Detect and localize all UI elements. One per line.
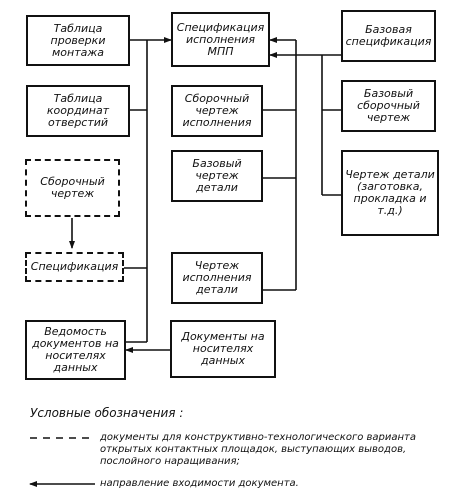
assembly-drawing-box: Сборочный чертеж xyxy=(25,159,120,217)
assembly-drawing-label: Сборочный чертеж xyxy=(40,175,105,200)
part-drawing-label: Чертеж детали (заготовка, прокладка и т.… xyxy=(345,168,435,217)
register-box: Ведомость документов на носителях данных xyxy=(25,320,126,380)
base-part-drawing-label: Базовый чертеж детали xyxy=(192,157,242,194)
table-coords-label: Таблица координат отверстий xyxy=(46,92,110,129)
specification-box: Спецификация xyxy=(25,252,124,282)
base-part-drawing-box: Базовый чертеж детали xyxy=(171,150,263,202)
assembly-variant-box: Сборочный чертеж исполнения xyxy=(171,85,263,137)
part-variant-drawing-label: Чертеж исполнения детали xyxy=(182,259,252,296)
table-coords-box: Таблица координат отверстий xyxy=(26,85,130,137)
part-variant-drawing-box: Чертеж исполнения детали xyxy=(171,252,263,304)
specification-label: Спецификация xyxy=(30,260,119,273)
docs-media-label: Документы на носителях данных xyxy=(181,330,265,367)
base-assembly-box: Базовый сборочный чертеж xyxy=(341,80,436,132)
table-mount-box: Таблица проверки монтажа xyxy=(26,15,130,66)
base-spec-box: Базовая спецификация xyxy=(341,10,436,62)
docs-media-box: Документы на носителях данных xyxy=(170,320,276,378)
base-assembly-label: Базовый сборочный чертеж xyxy=(357,87,420,124)
base-spec-label: Базовая спецификация xyxy=(345,23,432,48)
legend-arrow-description: направление входимости документа. xyxy=(100,478,299,489)
legend-dashed-description: документы для конструктивно-технологичес… xyxy=(100,432,417,467)
spec-mpp-label: Спецификация исполнения МПП xyxy=(176,20,265,58)
register-label: Ведомость документов на носителях данных xyxy=(32,325,119,374)
spec-mpp-box: Спецификация исполнения МПП xyxy=(171,12,270,67)
part-drawing-box: Чертеж детали (заготовка, прокладка и т.… xyxy=(341,150,439,236)
legend-title: Условные обозначения : xyxy=(30,406,184,420)
assembly-variant-label: Сборочный чертеж исполнения xyxy=(182,92,252,129)
table-mount-label: Таблица проверки монтажа xyxy=(50,21,106,59)
